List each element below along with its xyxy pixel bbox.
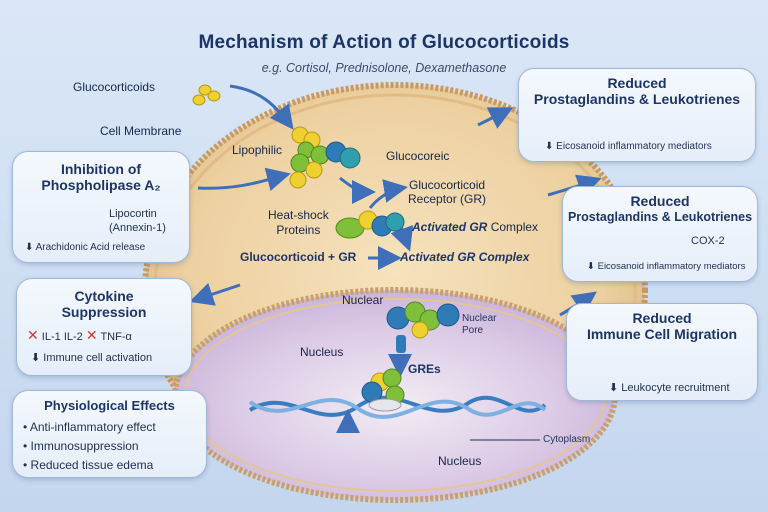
nuclear-label: Nuclear: [342, 293, 384, 307]
inhibition-effect: ⬇ Arachidonic Acid release: [25, 242, 145, 253]
activated-gr-text: Activated GR: [412, 220, 488, 234]
arrow-receptor-up: [368, 179, 408, 209]
nuclear-complex: [386, 301, 460, 353]
arrow-to-inhibition: [197, 167, 291, 192]
cytokine-heading-line1: Cytokine: [74, 288, 134, 304]
physiological-heading: Physiological Effects: [44, 398, 175, 413]
cytokine-effect: ⬇ Immune cell activation: [31, 351, 152, 364]
physiological-panel: Physiological Effects Anti-inflammatory …: [12, 390, 207, 478]
cytokine-effect-text: Immune cell activation: [43, 352, 153, 364]
reduced-pg2-heading-line2: Prostaglandins & Leukotrienes: [567, 210, 753, 224]
cytokine-panel: Cytokine Suppression ✕ IL-1 IL-2 ✕ TNF-α…: [16, 278, 192, 376]
il2-label: IL-2: [63, 331, 83, 343]
reduced-pg1-heading-line1: Reduced: [607, 75, 667, 91]
activated-gr-complex-label: Activated GR Complex: [412, 220, 538, 234]
lipocortin-label: Lipocortin: [109, 208, 157, 220]
gc-molecule: [198, 84, 212, 96]
dna-strand-b: [248, 398, 547, 419]
down-arrow-icon: ⬇: [25, 242, 34, 253]
reduced-pg2-effect-text: Eicosanoid inflammatory mediators: [597, 261, 746, 272]
tnf-label: TNF-α: [100, 331, 132, 343]
cross-icon: ✕: [27, 327, 39, 343]
arrow-to-gr: [339, 176, 376, 204]
immune-heading-line1: Reduced: [632, 310, 692, 326]
reduced-pg1-heading-line2: Prostaglandins & Leukotrienes: [533, 91, 741, 107]
nuclear-pore-label: Nuclear Pore: [462, 313, 497, 336]
lipophilic-cluster: [289, 126, 361, 189]
reduced-pg2-heading-line1: Reduced: [630, 193, 690, 209]
complex-text: Complex: [487, 220, 539, 234]
inhibition-heading-line2: Phospholipase A₂: [41, 177, 161, 193]
equation-right: Activated GR Complex: [400, 250, 530, 264]
gr-receptor-label: Glucocorticoid Receptor (GR): [408, 178, 487, 206]
cell-membrane-label: Cell Membrane: [100, 124, 182, 138]
glucocoreic-label: Glucocoreic: [386, 149, 450, 163]
physiological-item: Immunosuppression: [23, 437, 206, 456]
annexin-label: (Annexin-1): [109, 222, 166, 234]
arrow-to-cytokine: [189, 282, 241, 306]
reduced-pg-panel-2: Reduced Prostaglandins & Leukotrienes CO…: [562, 186, 758, 282]
gc-molecule: [207, 90, 221, 102]
gres-label: GREs: [408, 362, 441, 376]
arrow-gc-in: [229, 84, 294, 130]
lipophilic-label: Lipophilic: [232, 143, 283, 157]
down-arrow-icon: ⬇: [587, 261, 595, 272]
reduced-pg1-effect-text: Eicosanoid inflammatory mediators: [556, 141, 712, 152]
immune-panel: Reduced Immune Cell Migration ⬇ Leukocyt…: [566, 303, 758, 401]
inhibition-heading-line1: Inhibition of: [60, 161, 142, 177]
gre-complex: [361, 368, 405, 412]
cytokine-list: ✕ IL-1 IL-2 ✕ TNF-α: [27, 327, 132, 344]
inhibition-panel: Inhibition of Phospholipase A₂ Lipocorti…: [12, 151, 190, 263]
physiological-item: Anti-inflammatory effect: [23, 418, 206, 437]
immune-effect-text: Leukocyte recruitment: [621, 382, 730, 394]
down-arrow-icon: ⬇: [609, 382, 619, 394]
down-arrow-icon: ⬇: [31, 352, 41, 364]
immune-heading-line2: Immune Cell Migration: [586, 326, 738, 342]
arrow-to-pg1: [477, 107, 514, 129]
physiological-item: Reduced tissue edema: [23, 456, 206, 475]
dna-strand-a: [248, 395, 547, 417]
diagram-title: Mechanism of Action of Glucocorticoids: [198, 32, 570, 53]
inhibition-effect-text: Arachidonic Acid release: [35, 242, 146, 253]
cox2-label: COX-2: [691, 235, 725, 247]
nucleus-label: Nucleus: [300, 345, 344, 359]
reduced-pg2-effect: ⬇ Eicosanoid inflammatory mediators: [587, 261, 745, 272]
heat-shock-label: Heat-shock Proteins: [268, 208, 329, 237]
nucleus-bottom-label: Nucleus: [438, 454, 482, 468]
cross-icon: ✕: [85, 327, 98, 343]
cytoplasm-label: Cytoplasm: [543, 434, 591, 445]
il1-label: IL-1: [41, 331, 61, 343]
reduced-pg1-effect: ⬇ Eicosanoid inflammatory mediators: [545, 141, 712, 152]
down-arrow-icon: ⬇: [545, 141, 554, 152]
physiological-list: Anti-inflammatory effect Immunosuppressi…: [23, 418, 206, 475]
cytokine-heading-line2: Suppression: [61, 304, 147, 320]
diagram-subtitle: e.g. Cortisol, Prednisolone, Dexamethaso…: [261, 61, 507, 75]
equation-left: Glucocorticoid + GR: [240, 250, 357, 264]
gr-complex: [335, 210, 405, 239]
gc-molecule: [192, 94, 206, 106]
reduced-pg-panel-1: Reduced Prostaglandins & Leukotrienes ⬇ …: [518, 68, 756, 162]
glucocorticoids-label: Glucocorticoids: [73, 80, 156, 94]
immune-effect: ⬇ Leukocyte recruitment: [609, 381, 730, 394]
